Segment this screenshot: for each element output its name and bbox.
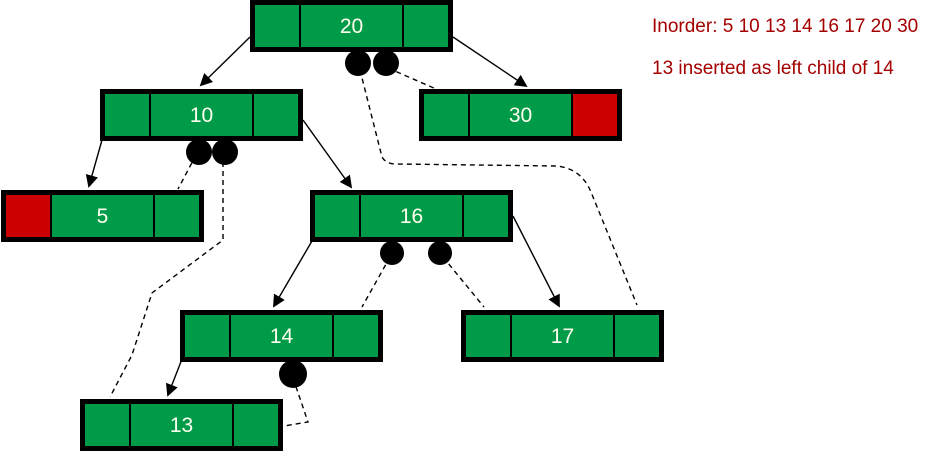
thread-13-right-to-14: [283, 377, 309, 427]
thread-anchor-dot-10-right: [212, 139, 238, 165]
node-5-value: 5: [96, 204, 109, 228]
node-20-left-pointer-cell: [255, 5, 301, 47]
node-20: 20: [250, 0, 453, 52]
thread-anchor-dot-14: [279, 360, 307, 388]
thread-anchor-dot-20-left: [345, 50, 371, 76]
node-14: 14: [180, 310, 383, 362]
node-10: 10: [100, 89, 303, 141]
thread-5-right-to-10: [177, 154, 197, 190]
node-5: 5: [1, 190, 204, 242]
edge-14-left-to-13: [166, 358, 183, 397]
thread-17-left-to-16: [442, 256, 485, 308]
node-16: 16: [310, 190, 513, 242]
edge-20-left-to-10: [199, 36, 251, 87]
node-10-left-pointer-cell: [105, 94, 151, 136]
edge-16-left-to-14: [273, 240, 313, 308]
node-30-right-pointer-null-cell: [571, 94, 617, 136]
insertion-note-label: 13 inserted as left child of 14: [652, 58, 894, 79]
node-13-value: 13: [169, 413, 194, 437]
node-17-right-pointer-cell: [613, 315, 659, 357]
inorder-sequence-label: Inorder: 5 10 13 14 16 17 20 30: [652, 16, 919, 37]
node-30: 30: [419, 89, 622, 141]
node-17-value: 17: [550, 324, 575, 348]
node-14-value: 14: [269, 324, 294, 348]
node-13-right-pointer-cell: [232, 404, 278, 446]
node-14-left-pointer-cell: [185, 315, 231, 357]
node-17: 17: [461, 310, 664, 362]
edge-16-right-to-17: [512, 215, 560, 308]
edge-20-right-to-30: [452, 36, 528, 88]
node-13: 13: [80, 399, 283, 451]
node-16-value: 16: [399, 204, 424, 228]
node-10-value: 10: [189, 103, 214, 127]
thread-anchor-dot-16-right: [428, 241, 452, 265]
thread-anchor-dot-10-left: [186, 139, 212, 165]
thread-17-right-to-20: [359, 69, 638, 306]
thread-anchor-dot-20-right: [373, 50, 399, 76]
node-16-left-pointer-cell: [315, 195, 361, 237]
thread-anchor-dot-16-left: [380, 241, 404, 265]
edge-10-right-to-16: [302, 119, 353, 189]
thread-14-right-to-16: [361, 256, 391, 308]
node-20-right-pointer-cell: [402, 5, 448, 47]
node-10-right-pointer-cell: [252, 94, 298, 136]
node-30-left-pointer-cell: [424, 94, 470, 136]
node-5-right-pointer-cell: [153, 195, 199, 237]
node-5-left-pointer-null-cell: [6, 195, 52, 237]
node-20-value: 20: [339, 14, 364, 38]
edge-10-left-to-5: [85, 139, 103, 188]
node-14-right-pointer-cell: [332, 315, 378, 357]
node-13-left-pointer-cell: [85, 404, 131, 446]
node-17-left-pointer-cell: [466, 315, 512, 357]
node-16-right-pointer-cell: [462, 195, 508, 237]
thread-13-left-to-10: [109, 162, 224, 398]
node-30-value: 30: [508, 103, 533, 127]
